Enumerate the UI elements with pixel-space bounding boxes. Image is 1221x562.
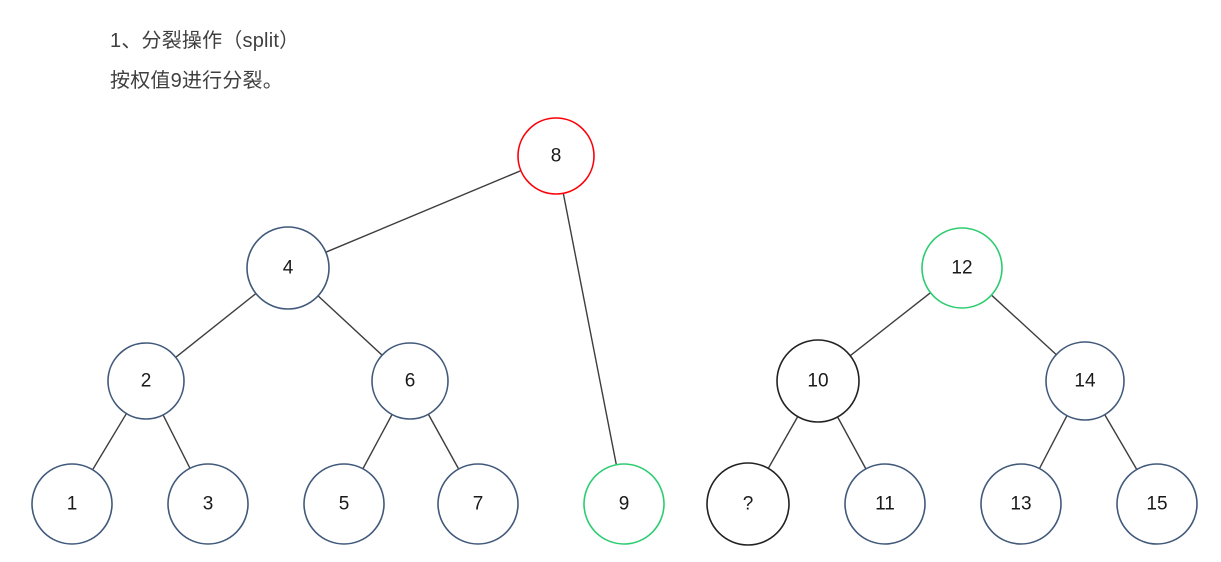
tree-node-9[interactable]: 9	[583, 463, 665, 545]
node-label: 14	[1074, 371, 1096, 392]
tree-node-14[interactable]: 14	[1045, 341, 1125, 421]
node-circle	[517, 117, 595, 195]
tree-edge-n8-n4	[325, 170, 522, 253]
node-circle	[1045, 341, 1125, 421]
node-circle	[776, 339, 860, 423]
node-label: 3	[203, 494, 214, 515]
tree-node-8[interactable]: 8	[517, 117, 595, 195]
tree-edge-n14-n13	[1038, 415, 1068, 469]
node-circle	[706, 462, 790, 546]
tree-node-15[interactable]: 15	[1116, 463, 1198, 545]
tree-edge-n6-n7	[427, 413, 460, 470]
tree-node-13[interactable]: 13	[980, 463, 1062, 545]
tree-edge-n2-n3	[162, 414, 191, 469]
node-circle	[246, 226, 330, 310]
tree-node-unknown[interactable]: ?	[706, 462, 790, 546]
node-label: 11	[875, 494, 895, 515]
tree-node-3[interactable]: 3	[167, 463, 249, 545]
node-label: 13	[1010, 494, 1031, 515]
node-label: 6	[405, 371, 416, 392]
node-circle	[31, 463, 113, 545]
tree-node-12[interactable]: 12	[921, 227, 1003, 309]
tree-node-11[interactable]: 11	[844, 463, 926, 545]
tree-node-6[interactable]: 6	[371, 342, 449, 420]
tree-node-2[interactable]: 2	[107, 342, 185, 420]
tree-node-10[interactable]: 10	[776, 339, 860, 423]
node-label: 10	[807, 371, 828, 392]
node-circle	[1116, 463, 1198, 545]
node-label: 8	[551, 146, 562, 167]
node-circle	[583, 463, 665, 545]
tree-edge-n4-n6	[317, 295, 383, 356]
node-circle	[167, 463, 249, 545]
node-circle	[980, 463, 1062, 545]
tree-node-7[interactable]: 7	[437, 463, 519, 545]
node-circle	[844, 463, 926, 545]
tree-edge-n4-n2	[175, 292, 257, 358]
tree-edge-n12-n14	[990, 294, 1057, 356]
node-label: 15	[1146, 494, 1167, 515]
edge-layer	[92, 170, 1138, 471]
tree-node-5[interactable]: 5	[303, 463, 385, 545]
tree-edge-n6-n5	[362, 414, 393, 470]
tree-node-1[interactable]: 1	[31, 463, 113, 545]
tree-edge-n2-n1	[92, 413, 128, 471]
tree-edge-n10-nq	[767, 416, 799, 469]
node-circle	[107, 342, 185, 420]
tree-edge-n12-n10	[849, 292, 931, 357]
node-label: 2	[141, 371, 152, 392]
node-label: 5	[339, 494, 350, 515]
node-circle	[371, 342, 449, 420]
tree-edge-n10-n11	[836, 416, 867, 470]
tree-edge-n14-n15	[1104, 414, 1138, 470]
node-circle	[437, 463, 519, 545]
node-label: 1	[67, 494, 78, 515]
node-label: 9	[619, 494, 630, 515]
tree-node-4[interactable]: 4	[246, 226, 330, 310]
node-circle	[303, 463, 385, 545]
node-circle	[921, 227, 1003, 309]
tree-edge-n8-n9	[562, 193, 618, 465]
node-label: 7	[473, 494, 484, 515]
node-label: ?	[743, 494, 754, 515]
caption-line-1: 1、分裂操作（split）	[110, 30, 300, 52]
node-label: 12	[951, 258, 972, 279]
caption-line-2: 按权值9进行分裂。	[110, 70, 283, 92]
node-label: 4	[283, 258, 294, 279]
